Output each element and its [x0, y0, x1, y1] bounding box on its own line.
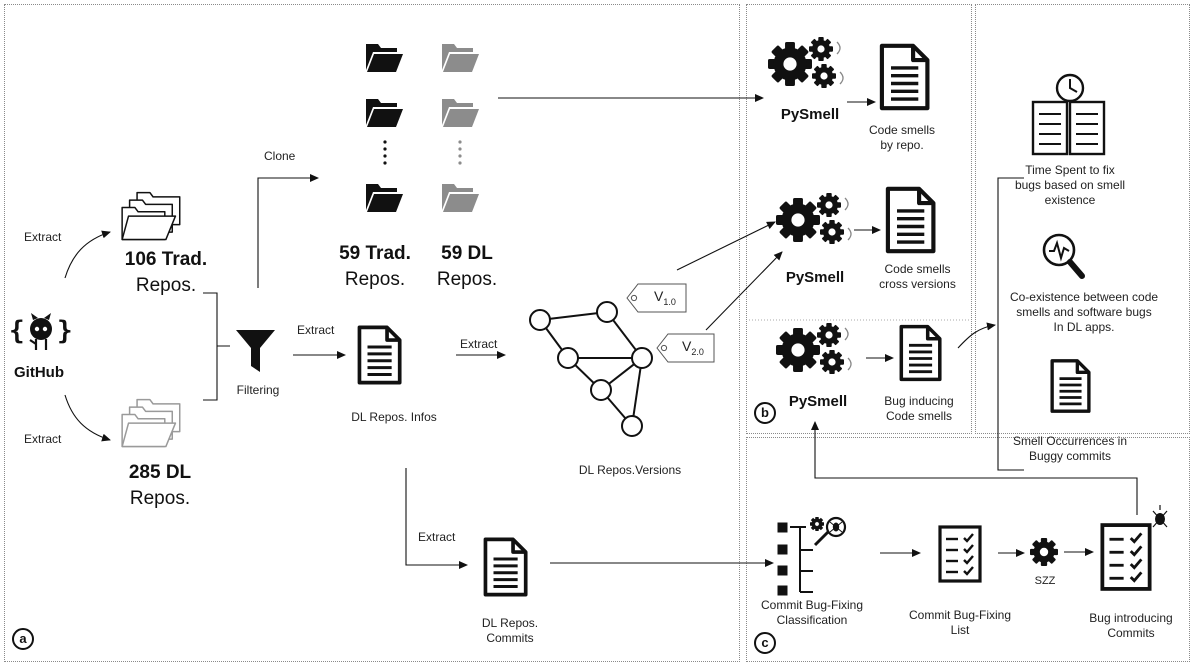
cloned-trad-repos: Repos.	[344, 269, 406, 290]
analyses-bracket	[997, 177, 1024, 471]
infos-to-commits-line	[405, 468, 468, 569]
commits-extract-label: Extract	[418, 530, 456, 544]
pysmell-label-2: PySmell	[785, 269, 845, 286]
dl-open-folders-icon	[121, 398, 181, 448]
v2-to-pysmell-arrow	[705, 251, 783, 331]
v1-to-pysmell-arrow	[676, 221, 776, 271]
dl-repos-label: Repos.	[129, 488, 191, 509]
filter-funnel-icon	[236, 330, 275, 372]
dl-folder-icon	[442, 99, 479, 127]
panel-analyses-frame	[975, 4, 1190, 434]
extract-label-bottom: Extract	[24, 432, 62, 446]
trad-count-label: 106 Trad.	[124, 249, 208, 270]
filtering-label: Filtering	[236, 383, 280, 397]
svg-text:{: {	[9, 316, 25, 346]
result-1-line-2: by repo.	[880, 138, 924, 152]
infos-extract-label: Extract	[297, 323, 335, 337]
bug-intro-line-1: Bug introducing	[1089, 611, 1173, 625]
extract-dl-arrow	[64, 394, 111, 442]
classification-line-1: Commit Bug-Fixing	[760, 598, 864, 612]
result-2-line-2: cross versions	[879, 277, 956, 291]
commits-label-1: DL Repos.	[481, 616, 539, 630]
time-spent-line-2: bugs based on smell	[1014, 178, 1126, 192]
trad-folder-icon	[366, 184, 403, 212]
trad-folder-icon	[366, 99, 403, 127]
pysmell-gears-3	[776, 323, 852, 374]
panel-b-marker: b	[754, 402, 776, 424]
result-1-line-1: Code smells	[868, 123, 936, 137]
smells-by-repo-doc-icon	[882, 46, 928, 108]
version-tag-1	[626, 283, 687, 313]
github-label: GitHub	[14, 364, 64, 381]
bug-intro-line-2: Commits	[1107, 626, 1155, 640]
classification-line-2: Classification	[776, 613, 848, 627]
trad-folder-icon	[366, 44, 403, 72]
bug-inducing-smells-doc-icon	[901, 327, 940, 380]
time-spent-icon	[1031, 73, 1106, 156]
list-line-2: List	[950, 623, 970, 637]
trad-open-folders-icon	[121, 191, 181, 241]
svg-text:}: }	[57, 316, 73, 346]
version-tag-2	[656, 333, 715, 363]
smell-occurrences-doc-icon	[1052, 361, 1089, 411]
filter-bracket	[203, 292, 230, 401]
time-spent-line-1: Time Spent to fix	[1025, 163, 1115, 177]
szz-gear-icon	[1030, 538, 1058, 566]
versions-extract-label: Extract	[460, 337, 498, 351]
commits-label-2: Commits	[486, 631, 534, 645]
bug-fixing-list-icon	[938, 525, 982, 583]
version-tag-1-text: V1.0	[654, 288, 676, 307]
result-3-line-2: Code smells	[885, 409, 953, 423]
bug-classification-icon	[777, 516, 847, 596]
clone-line	[257, 174, 319, 288]
dl-folder-icon	[442, 184, 479, 212]
dl-count-label: 285 DL	[128, 462, 192, 483]
extract-label-top: Extract	[24, 230, 62, 244]
version-tags	[626, 283, 715, 363]
extract-trad-arrow	[64, 230, 111, 279]
commits-document-icon	[485, 539, 525, 594]
panel-c-marker: c	[754, 632, 776, 654]
panel-b-frame	[746, 4, 972, 434]
coexistence-magnifier-icon	[1042, 233, 1085, 279]
occurrences-line-1: Smell Occurrences in	[1012, 434, 1128, 448]
coexistence-line-2: smells and software bugs	[1016, 305, 1152, 319]
list-line-1: Commit Bug-Fixing	[908, 608, 1012, 622]
dl-folder-icon	[442, 44, 479, 72]
trad-repos-label: Repos.	[135, 275, 197, 296]
infos-doc-label: DL Repos. Infos	[351, 410, 437, 424]
coexistence-line-1: Co-existence between code	[1009, 290, 1159, 304]
github-icon: { }	[9, 313, 73, 350]
clone-label: Clone	[264, 149, 296, 163]
panel-a-marker: a	[12, 628, 34, 650]
results-to-analyses-line	[957, 322, 996, 349]
cloned-dl-count: 59 DL	[441, 243, 493, 264]
panel-a-frame	[4, 4, 740, 662]
pysmell-gears-1	[768, 37, 844, 88]
cloned-trad-count: 59 Trad.	[339, 243, 411, 264]
versions-graph	[529, 301, 653, 437]
versions-label: DL Repos.Versions	[578, 463, 682, 477]
intro-to-pysmell-line	[811, 421, 1138, 515]
panel-c-frame	[746, 437, 1190, 662]
cloned-dl-repos: Repos.	[436, 269, 498, 290]
pysmell-gears-2	[776, 193, 852, 244]
result-3-line-1: Bug inducing	[884, 394, 954, 408]
occurrences-line-2: Buggy commits	[1028, 449, 1112, 463]
result-2-line-1: Code smells	[884, 262, 951, 276]
dl-folder-column	[442, 44, 479, 212]
infos-document-icon	[359, 327, 399, 382]
trad-folder-column	[366, 44, 403, 212]
pysmell-label-3: PySmell	[788, 393, 848, 410]
pysmell-label-1: PySmell	[780, 106, 840, 123]
version-tag-2-text: V2.0	[682, 338, 704, 357]
szz-label: SZZ	[1034, 575, 1056, 587]
bug-introducing-commits-icon	[1102, 505, 1168, 589]
time-spent-line-3: existence	[1044, 193, 1096, 207]
coexistence-line-3: In DL apps.	[1053, 320, 1115, 334]
smells-cross-versions-doc-icon	[888, 189, 934, 251]
